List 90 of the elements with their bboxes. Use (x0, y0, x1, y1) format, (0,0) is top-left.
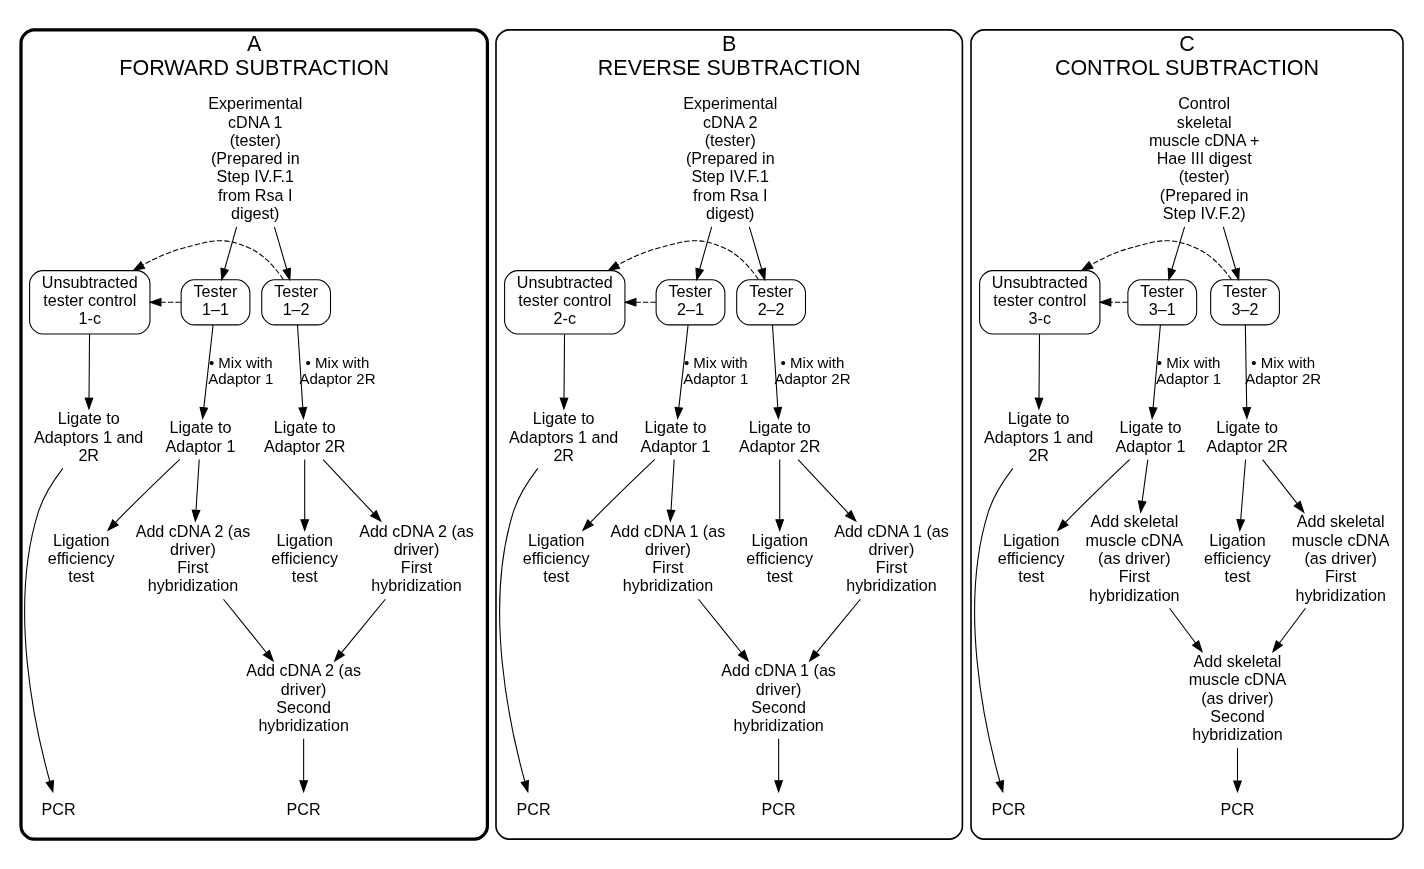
arrow (697, 598, 750, 663)
node-box: Unsubtracted tester control 2-c (504, 270, 626, 335)
edge-label: • Mix with Adaptor 1 (1156, 353, 1222, 387)
arrow (1233, 747, 1242, 794)
node-text: Ligate to Adaptor 2R (1206, 418, 1288, 455)
arrow (84, 333, 94, 411)
arrow (797, 459, 857, 523)
arrow (1148, 324, 1161, 420)
node-text: Ligate to Adaptors 1 and 2R (34, 409, 144, 464)
arrow (199, 324, 214, 420)
arrow (333, 598, 386, 663)
node-text: Ligation efficiency test (47, 530, 115, 586)
arrow (974, 467, 1014, 794)
node-box: Unsubtracted tester control 1-c (29, 270, 151, 335)
arrow (771, 324, 783, 420)
arrow (1222, 226, 1240, 282)
node-text: Ligation efficiency test (746, 530, 814, 586)
arrow (1137, 459, 1149, 514)
node-box: Tester 2–1 (655, 279, 726, 326)
arrow (222, 598, 275, 663)
node-box: Unsubtracted tester control 3-c (979, 270, 1101, 335)
arrow (24, 467, 64, 794)
arrow (775, 459, 785, 533)
arrow (581, 458, 656, 532)
node-text: Add cDNA 1 (as driver) Second hybridization (721, 661, 836, 735)
node-text: Experimental cDNA 2 (tester) (Prepared in Step IV.F.1 from Rsa I digest) (683, 94, 778, 223)
arrow (1169, 607, 1204, 653)
arrow (559, 333, 569, 411)
arrow (1236, 459, 1247, 533)
arrow (299, 738, 309, 794)
edge-label: • Mix with Adaptor 1 (683, 353, 749, 387)
arrow (1056, 458, 1131, 532)
node-text: Ligation efficiency test (522, 530, 590, 586)
node-text: Ligate to Adaptor 1 (165, 418, 236, 455)
node-text: PCR (41, 799, 76, 818)
arrow (1262, 459, 1305, 514)
arrow (106, 458, 181, 532)
arrow (607, 240, 759, 281)
arrow (674, 324, 689, 420)
node-text: Add skeletal muscle cDNA (as driver) Second hybridization (1188, 652, 1287, 744)
node-text: Ligation efficiency test (271, 530, 339, 586)
node-text: Ligate to Adaptors 1 and 2R (509, 409, 619, 464)
node-text: Experimental cDNA 1 (tester) (Prepared in Step IV.F.1 from Rsa I digest) (208, 94, 303, 223)
node-box: Tester 3–1 (1127, 279, 1198, 326)
arrow (300, 459, 310, 533)
arrow (695, 226, 713, 282)
arrow (132, 240, 284, 281)
node-text: Ligate to Adaptors 1 and 2R (984, 409, 1094, 464)
node-text: Add cDNA 1 (as driver) First hybridization (610, 521, 726, 595)
node-text: Ligation efficiency test (997, 530, 1065, 586)
node-text: PCR (1220, 799, 1255, 818)
node-text: Add cDNA 2 (as driver) First hybridization (359, 521, 474, 595)
arrow (1271, 607, 1306, 653)
node-box: Tester 2–2 (736, 279, 807, 326)
arrow (296, 324, 308, 420)
node-text: Ligate to Adaptor 2R (263, 418, 346, 455)
arrow (623, 297, 657, 307)
arrow (191, 459, 201, 523)
arrow (1242, 324, 1252, 420)
arrow (774, 738, 784, 794)
node-text: PCR (286, 799, 321, 818)
arrow (1098, 297, 1129, 307)
node-text: Add cDNA 1 (as driver) First hybridization (834, 521, 949, 595)
node-box: Tester 3–2 (1210, 279, 1280, 326)
edge-label: • Mix with Adaptor 1 (208, 353, 274, 387)
arrow (808, 598, 861, 663)
node-text: Add cDNA 2 (as driver) Second hybridization (246, 661, 361, 735)
node-text: Ligation efficiency test (1204, 530, 1271, 586)
node-text: PCR (761, 799, 796, 818)
node-text: Ligate to Adaptor 1 (1115, 418, 1186, 455)
node-box: Tester 1–2 (261, 279, 332, 326)
arrow (1034, 333, 1044, 411)
arrow (148, 297, 182, 307)
arrow (666, 459, 676, 523)
arrow (220, 226, 238, 282)
node-text: Add cDNA 2 (as driver) First hybridization (135, 521, 251, 595)
node-text: Ligate to Adaptor 1 (640, 418, 711, 455)
arrow (322, 459, 382, 523)
arrow (273, 226, 291, 282)
node-text: PCR (516, 799, 551, 818)
arrow (748, 226, 766, 282)
arrow (499, 467, 539, 794)
node-text: Add skeletal muscle cDNA (as driver) First hybridization (1085, 512, 1184, 604)
node-text: Add skeletal muscle cDNA (as driver) First hybridization (1291, 512, 1390, 604)
arrow (1167, 226, 1186, 282)
arrow (1080, 240, 1232, 281)
node-box: Tester 1–1 (180, 279, 251, 326)
node-text: Control skeletal muscle cDNA + Hae III digest (tester) (Prepared in Step IV.F.2) (1148, 94, 1260, 223)
node-text: PCR (991, 799, 1026, 818)
node-text: Ligate to Adaptor 2R (738, 418, 821, 455)
